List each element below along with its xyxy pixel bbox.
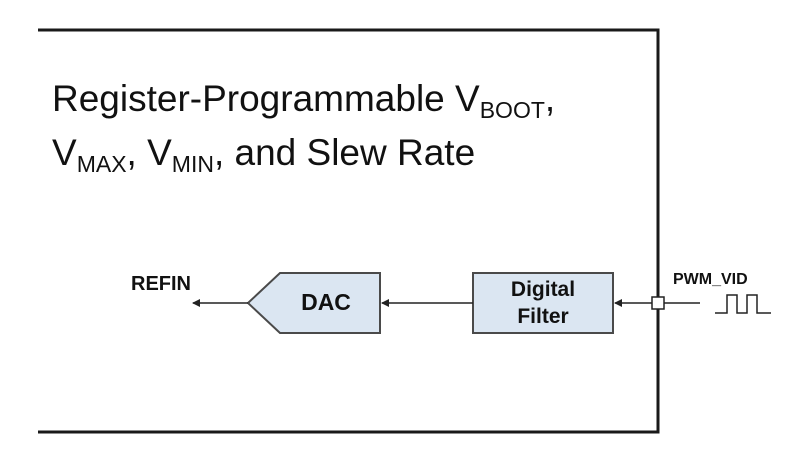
refin-label: REFIN xyxy=(131,273,191,295)
title-line-1: Register-Programmable VBOOT, xyxy=(52,78,556,123)
title-separator: , xyxy=(126,132,148,173)
digital-filter-block xyxy=(472,272,614,334)
pwm-waveform-icon xyxy=(715,294,771,314)
title-vmax-subscript: MAX xyxy=(76,151,127,177)
title-line-1-suffix: , xyxy=(544,78,556,119)
filter-label-line-2: Filter xyxy=(517,305,569,328)
title-line-2: VMAX, VMIN, and Slew Rate xyxy=(52,132,476,177)
title-vmin-v: V xyxy=(147,132,172,173)
title-vboot-subscript: BOOT xyxy=(479,97,545,123)
pwm-vid-label: PWM_VID xyxy=(673,271,748,288)
pwm-vid-pin xyxy=(651,296,665,310)
title-line-2-rest: , and Slew Rate xyxy=(213,132,476,173)
title-vmin-subscript: MIN xyxy=(171,151,214,177)
title-vmax-v: V xyxy=(52,132,77,173)
dac-label: DAC xyxy=(301,289,351,315)
chip-boundary xyxy=(38,28,660,434)
dac-block xyxy=(246,272,381,334)
title-line-1-text: Register-Programmable V xyxy=(52,78,480,119)
filter-label-line-1: Digital xyxy=(510,278,576,301)
